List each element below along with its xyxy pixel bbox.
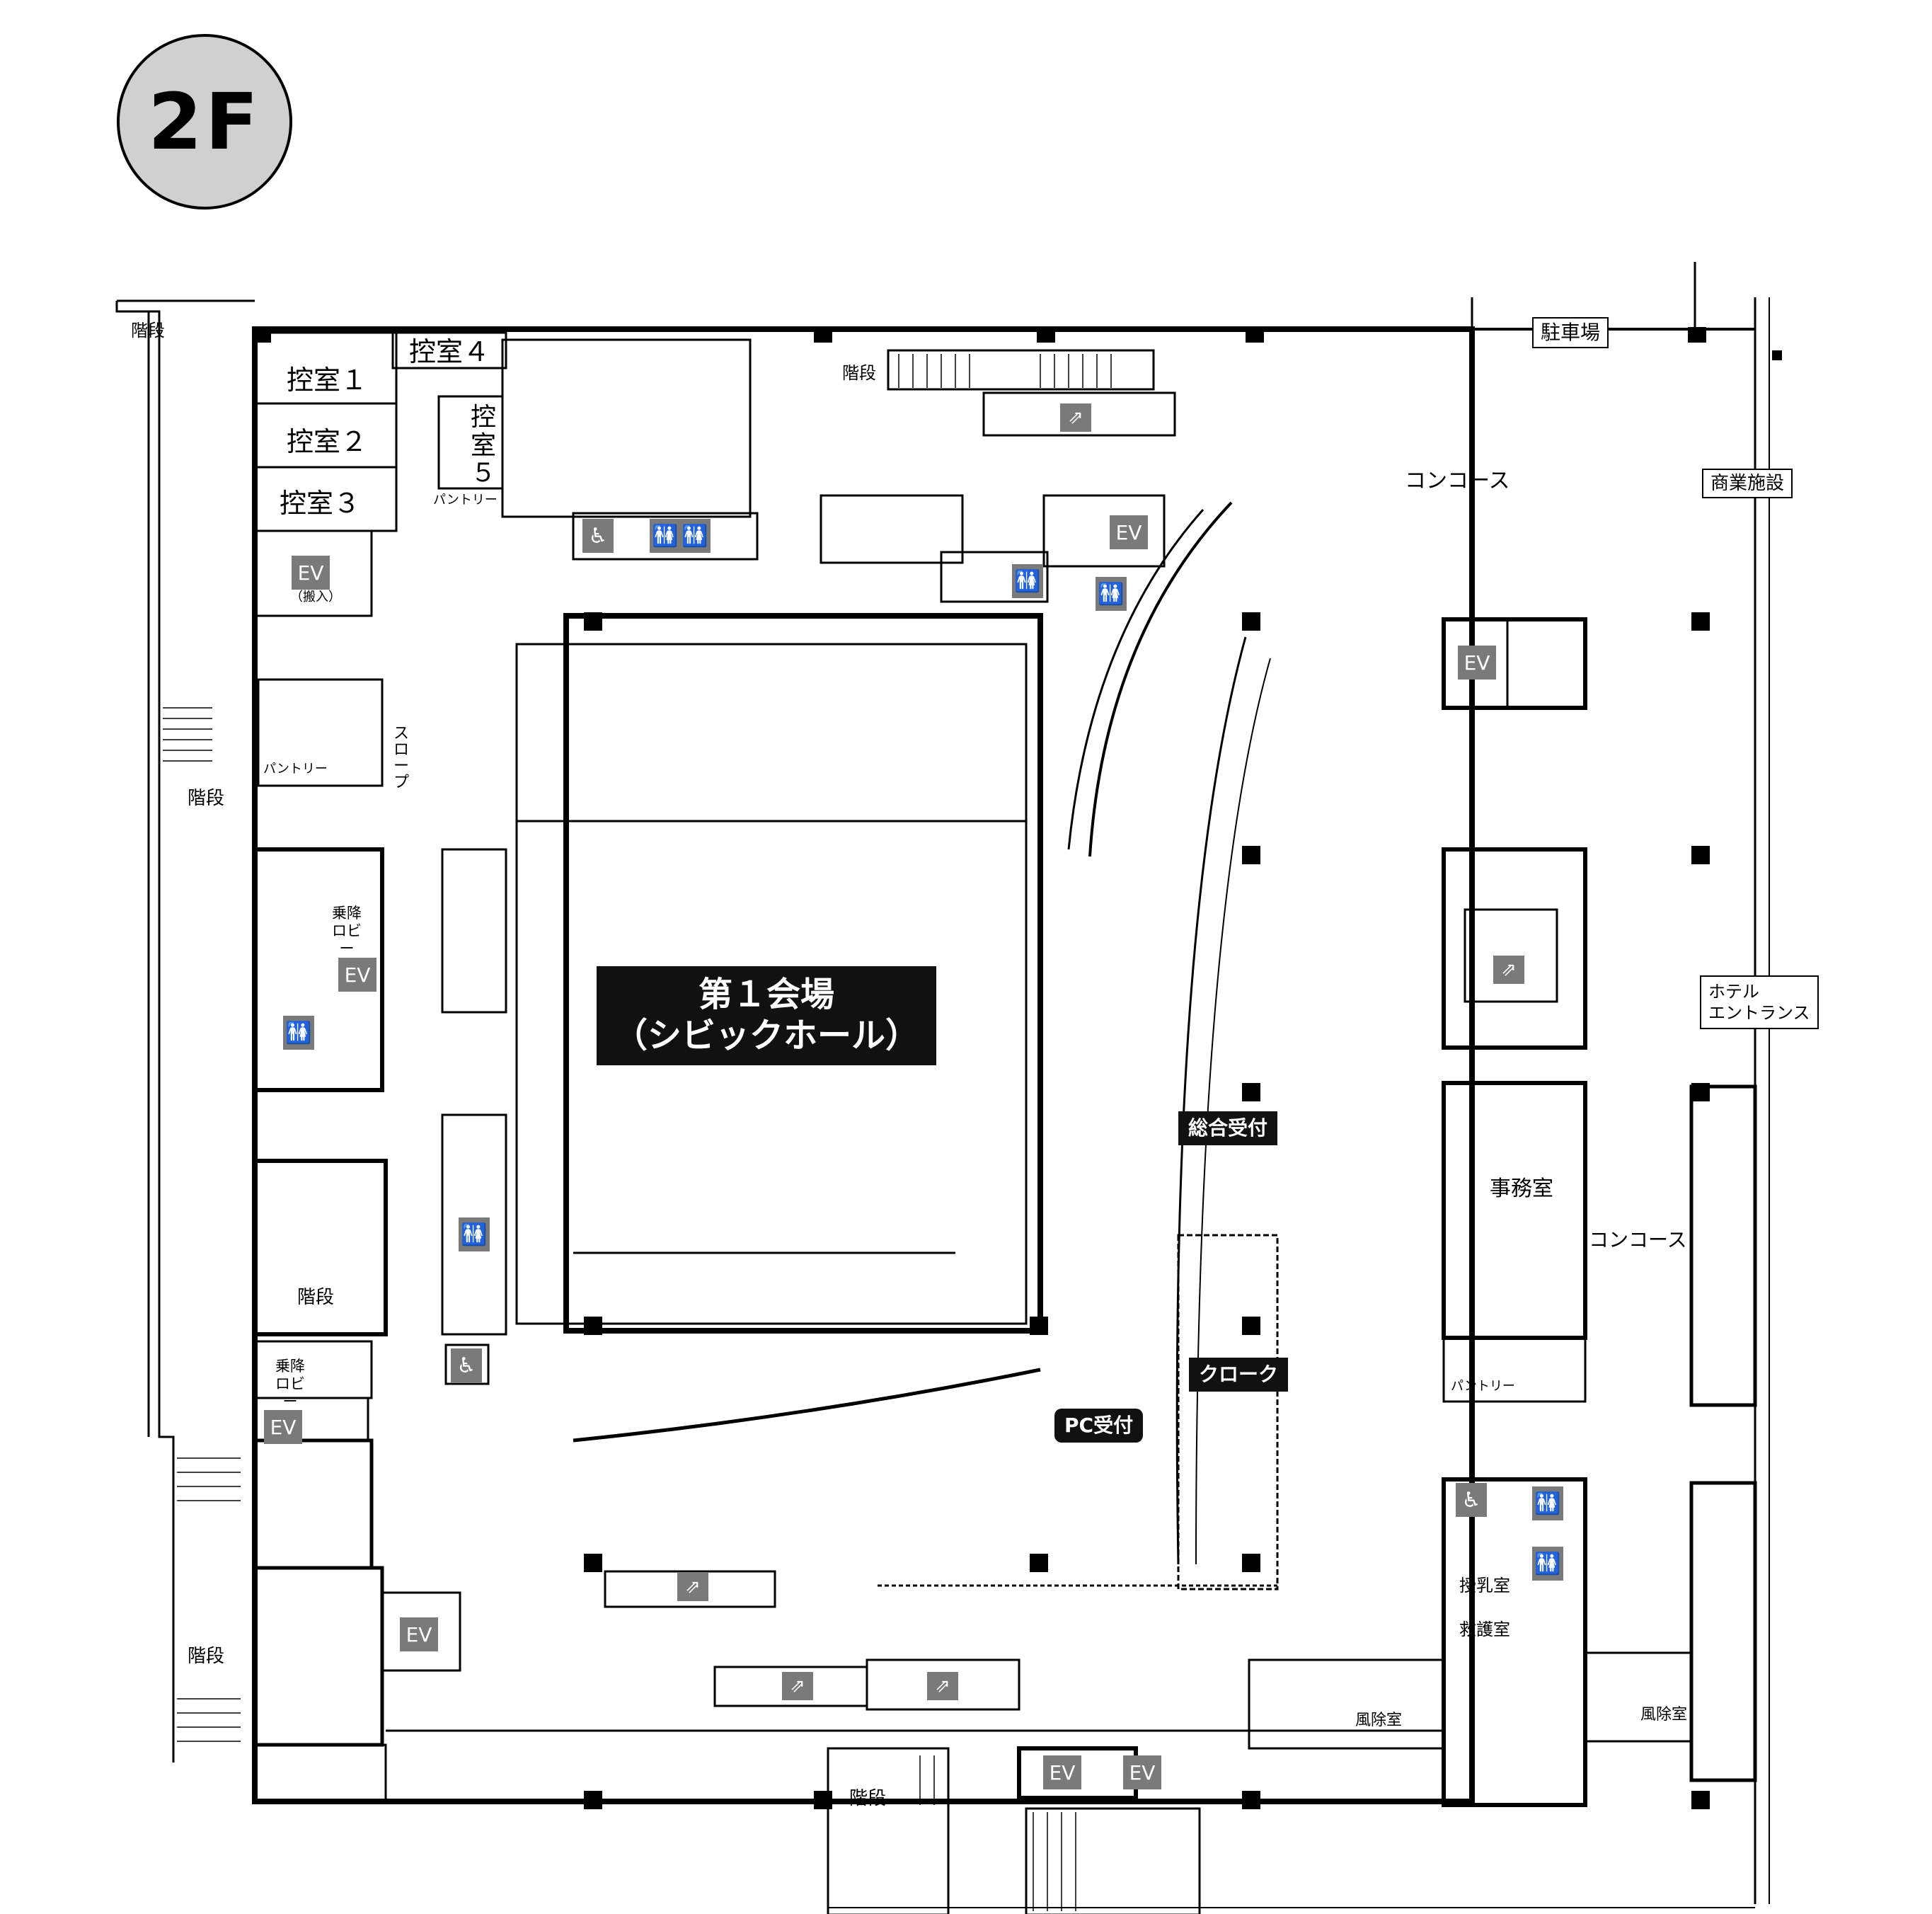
room-kyugoshitsu[interactable]: 救護室 xyxy=(1459,1620,1510,1639)
room-hikaeshitsu-4[interactable]: 控室４ xyxy=(409,336,490,367)
cloak-label[interactable]: クローク xyxy=(1189,1358,1289,1392)
escalator-icon: ⇗ xyxy=(677,1573,708,1601)
room-junyushitsu[interactable]: 授乳室 xyxy=(1459,1576,1510,1595)
room-hikaeshitsu-3[interactable]: 控室３ xyxy=(280,488,361,519)
escalator-icon: ⇗ xyxy=(1493,956,1524,984)
stairs-label-top: 階段 xyxy=(842,363,876,383)
slope-label: スロープ xyxy=(393,725,410,792)
toilet-icon: 🚻 xyxy=(1532,1486,1563,1520)
toilet-icon: 🚻 xyxy=(679,519,711,553)
elevator-icon: EV xyxy=(1110,515,1148,549)
pantry-label-top: パントリー xyxy=(433,493,498,508)
parking-label[interactable]: 駐車場 xyxy=(1532,317,1609,348)
elevator-icon: EV xyxy=(338,958,376,992)
main-hall-name: 第１会場 xyxy=(698,975,834,1015)
ev-hannyu-label: （搬入） xyxy=(290,590,341,604)
hotel-entrance-line2: エントランス xyxy=(1708,1003,1810,1023)
toilet-icon: 🚻 xyxy=(459,1217,490,1251)
toilet-icon: 🚻 xyxy=(650,519,681,553)
room-jimushitsu[interactable]: 事務室 xyxy=(1490,1176,1553,1201)
wheelchair-icon: ♿ xyxy=(1456,1483,1487,1517)
stairs-label-inner: 階段 xyxy=(297,1287,335,1308)
elevator-icon: EV xyxy=(264,1410,302,1444)
concourse-label-top: コンコース xyxy=(1405,469,1510,493)
elevator-icon: EV xyxy=(1123,1755,1161,1789)
wheelchair-icon: ♿ xyxy=(582,519,614,553)
escalator-icon: ⇗ xyxy=(927,1672,958,1700)
pc-reception-label[interactable]: PC受付 xyxy=(1054,1409,1144,1443)
boarding-lobby-upper: 乗降ロビー xyxy=(332,905,362,958)
stairs-label-left: 階段 xyxy=(188,788,225,809)
toilet-icon: 🚻 xyxy=(1012,564,1043,598)
pantry-label-left: パントリー xyxy=(263,762,328,777)
wheelchair-icon: ♿ xyxy=(451,1348,482,1382)
pantry-label-right: パントリー xyxy=(1451,1379,1515,1394)
room-hikaeshitsu-1[interactable]: 控室１ xyxy=(287,365,368,396)
elevator-icon: EV xyxy=(1043,1755,1081,1789)
escalator-icon: ⇗ xyxy=(1060,403,1091,432)
wind-lobby-right[interactable]: 風除室 xyxy=(1640,1706,1688,1724)
stairs-label-bottomleft: 階段 xyxy=(188,1646,225,1667)
wind-lobby-center[interactable]: 風除室 xyxy=(1355,1712,1403,1729)
hotel-entrance-label[interactable]: ホテル エントランス xyxy=(1700,975,1819,1029)
toilet-icon: 🚻 xyxy=(1096,577,1127,611)
floor-badge: 2F xyxy=(117,34,292,210)
stairs-label-bottom: 階段 xyxy=(849,1788,887,1809)
commercial-facility-label[interactable]: 商業施設 xyxy=(1702,469,1793,498)
elevator-icon: EV xyxy=(292,556,330,590)
elevator-icon: EV xyxy=(400,1617,438,1651)
boarding-lobby-lower: 乗降ロビー xyxy=(275,1358,305,1411)
main-hall-subname: （シビックホール） xyxy=(613,1016,919,1055)
room-hikaeshitsu-2[interactable]: 控室２ xyxy=(287,426,368,457)
escalator-icon: ⇗ xyxy=(782,1672,813,1700)
toilet-icon: 🚻 xyxy=(283,1016,314,1050)
room-hikaeshitsu-5[interactable]: 控室５ xyxy=(470,403,496,488)
general-reception-label[interactable]: 総合受付 xyxy=(1178,1111,1278,1145)
stairs-label-topleft: 階段 xyxy=(131,321,165,340)
concourse-label-right: コンコース xyxy=(1589,1228,1687,1251)
toilet-icon: 🚻 xyxy=(1532,1547,1563,1581)
hotel-entrance-line1: ホテル xyxy=(1708,982,1759,1002)
elevator-icon: EV xyxy=(1458,646,1496,680)
main-hall-label[interactable]: 第１会場 （シビックホール） xyxy=(597,966,936,1065)
